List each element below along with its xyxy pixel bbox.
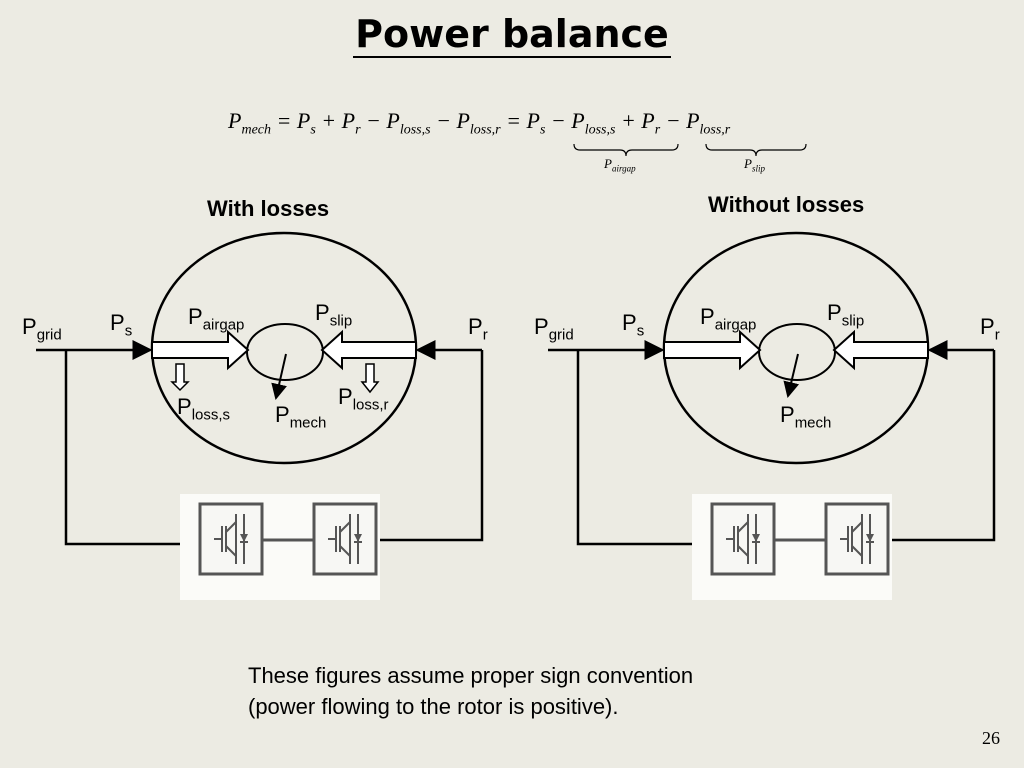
right-p-airgap-label: Pairgap [700, 304, 757, 334]
left-p-grid-label: Pgrid [22, 314, 62, 344]
right-p-grid-label: Pgrid [534, 314, 574, 344]
loss-r-arrow [360, 363, 380, 394]
note-line-2: (power flowing to the rotor is positive)… [248, 694, 619, 719]
right-p-r-label: Pr [980, 314, 1000, 344]
converter-2-icon [824, 502, 890, 576]
slip-flow-arrow [320, 329, 417, 371]
left-diagram [36, 231, 484, 600]
rotor-wire [890, 350, 996, 542]
rotor-wire [378, 350, 484, 542]
sign-convention-note: These figures assume proper sign convent… [248, 660, 693, 722]
grid-wire [64, 350, 186, 546]
page-title: Power balance [353, 12, 671, 58]
left-p-s-label: Ps [110, 310, 133, 340]
slip-brace [705, 143, 807, 157]
loss-s-arrow [170, 363, 190, 392]
right-diagram [548, 231, 996, 600]
converter-2-icon [312, 502, 378, 576]
left-p-slip-label: Pslip [315, 300, 353, 330]
note-line-1: These figures assume proper sign convent… [248, 663, 694, 688]
left-p-mech-label: Pmech [275, 402, 327, 432]
rotor-circle [758, 323, 836, 381]
right-p-slip-label: Pslip [827, 300, 865, 330]
left-p-loss-r-label: Ploss,r [338, 384, 389, 414]
airgap-brace [573, 143, 679, 157]
right-p-mech-label: Pmech [780, 402, 832, 432]
slip-brace-label: Pslip [744, 156, 765, 174]
mech-arrow [271, 353, 287, 400]
airgap-brace-label: Pairgap [604, 156, 636, 174]
left-p-airgap-label: Pairgap [188, 304, 245, 334]
power-balance-equation: Pmech = Ps + Pr − Ploss,s − Ploss,r = Ps… [228, 108, 731, 138]
converter-1-icon [198, 502, 264, 576]
airgap-flow-arrow [663, 329, 762, 371]
with-losses-heading: With losses [207, 196, 330, 221]
without-losses-heading: Without losses [708, 192, 865, 217]
converter-1-icon [710, 502, 776, 576]
mech-arrow [783, 353, 800, 398]
grid-wire [576, 350, 698, 546]
slip-flow-arrow [832, 329, 929, 371]
left-p-loss-s-label: Ploss,s [177, 394, 231, 424]
right-p-s-label: Ps [622, 310, 645, 340]
left-p-r-label: Pr [468, 314, 488, 344]
rotor-circle [246, 323, 324, 381]
page-number: 26 [982, 728, 1000, 748]
airgap-flow-arrow [151, 329, 250, 371]
